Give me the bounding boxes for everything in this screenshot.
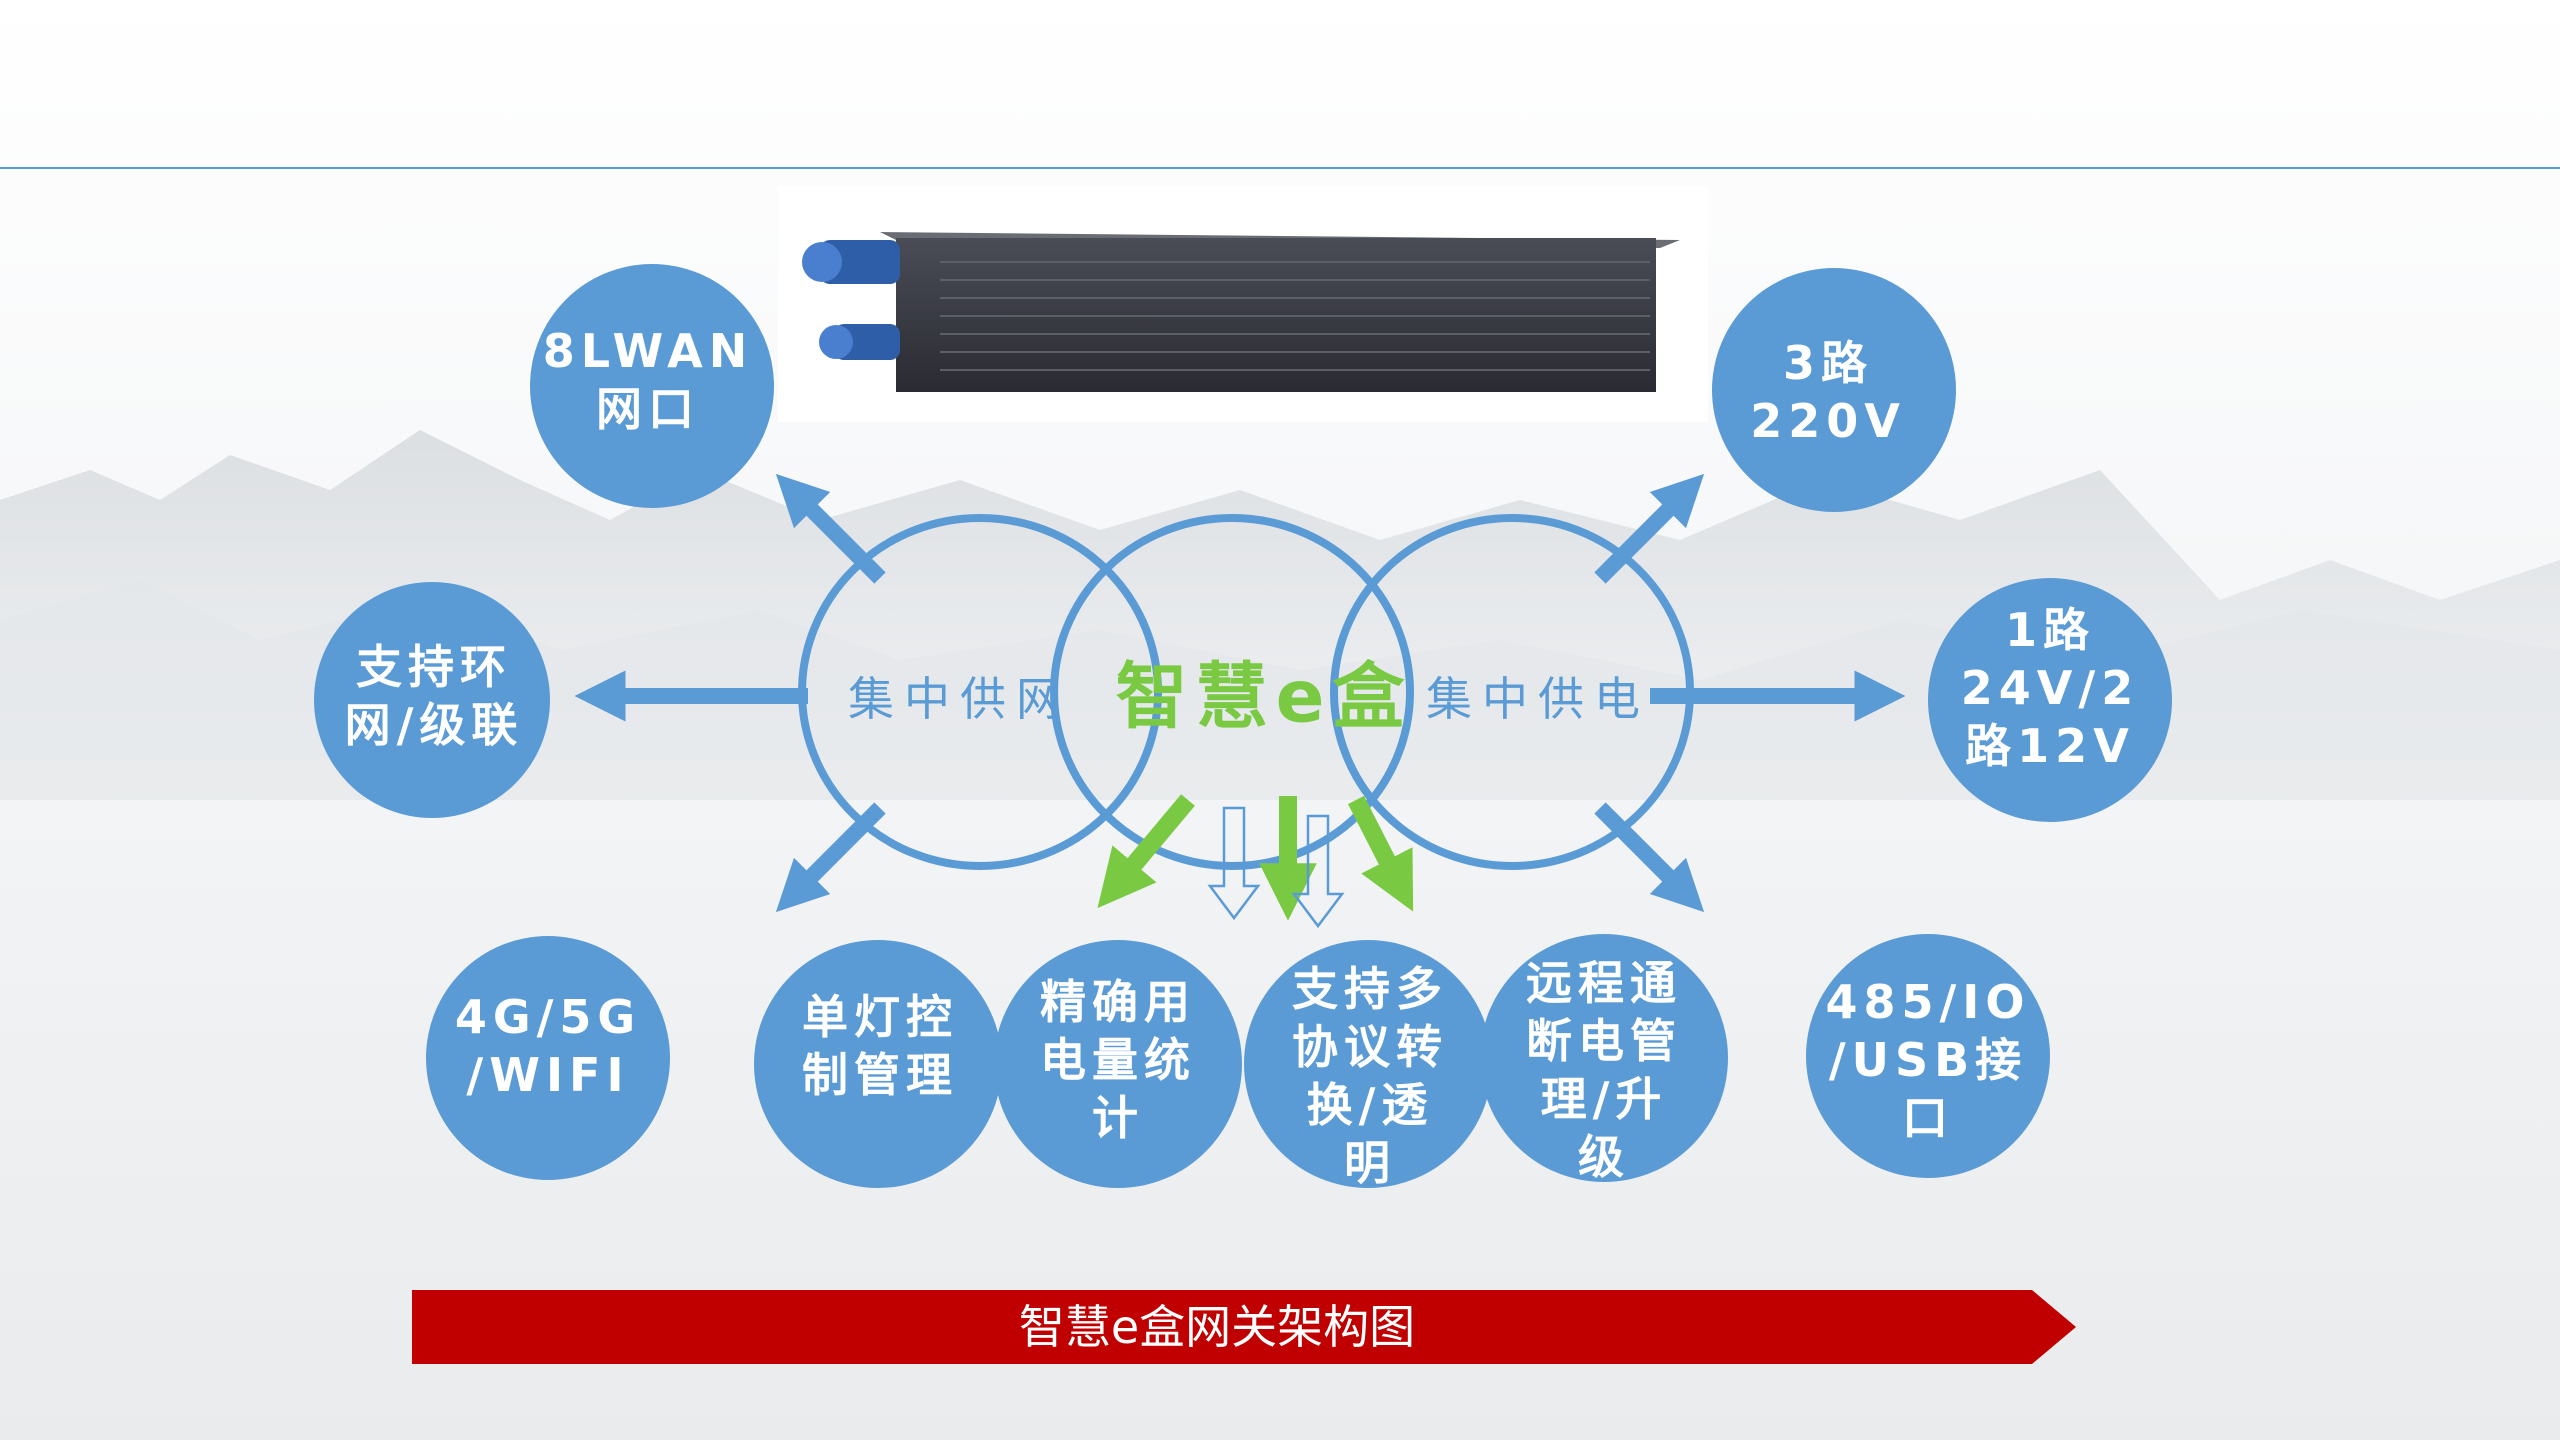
node-label-ring-cascade: 支持环 网/级联: [344, 640, 524, 752]
gateway-device-photo: [778, 186, 1708, 422]
mountain-foreground: [0, 580, 2560, 800]
node-metering: [994, 940, 1242, 1188]
arrow-icon: [1347, 795, 1414, 912]
ring-center: [1050, 514, 1414, 870]
node-power-220: [1712, 268, 1956, 512]
arrow-icon: [1097, 794, 1195, 909]
arrow-icon-group: [574, 473, 1906, 913]
ring-label-power: 集中供电: [1426, 672, 1650, 726]
node-remote-power: [1480, 934, 1728, 1182]
node-cellular: [426, 936, 670, 1180]
ring-label-network: 集中供网: [848, 672, 1072, 726]
node-protocol: [1244, 940, 1492, 1188]
node-label-protocol: 支持多 协议转 换/透 明: [1292, 962, 1448, 1190]
arrow-icon: [775, 802, 886, 913]
node-single-lamp: [754, 940, 1002, 1188]
node-label-interfaces: 485/IO /USB接 口: [1825, 975, 2031, 1145]
node-circles: [314, 264, 2172, 1188]
center-title: 智慧e盒: [1115, 654, 1413, 739]
caption-text: 智慧e盒网关架构图: [1018, 1300, 1416, 1354]
arrow-icon: [1207, 806, 1261, 921]
node-label-remote-power: 远程通 断电管 理/升 级: [1526, 956, 1682, 1184]
arrow-icon: [1594, 802, 1705, 913]
outline-arrow-group: [1207, 806, 1345, 929]
arrow-icon: [775, 473, 886, 584]
node-label-single-lamp: 单灯控 制管理: [802, 990, 958, 1102]
arrow-icon: [1594, 473, 1705, 584]
node-label-metering: 精确用 电量统 计: [1040, 975, 1196, 1145]
node-power-dc: [1928, 578, 2172, 822]
node-label-lan: 8LWAN 网口: [542, 324, 754, 436]
green-arrow-group: [1097, 794, 1414, 921]
arrow-icon: [1291, 814, 1345, 929]
node-lan: [530, 264, 774, 508]
node-interfaces: [1806, 934, 2050, 1178]
node-label-power-dc: 1路 24V/2 路12V: [1960, 603, 2140, 773]
caption-banner: [412, 1290, 2076, 1364]
node-ring-cascade: [314, 582, 550, 818]
node-label-power-220: 3路 220V: [1750, 336, 1906, 448]
node-label-cellular: 4G/5G /WIFI: [454, 990, 642, 1102]
